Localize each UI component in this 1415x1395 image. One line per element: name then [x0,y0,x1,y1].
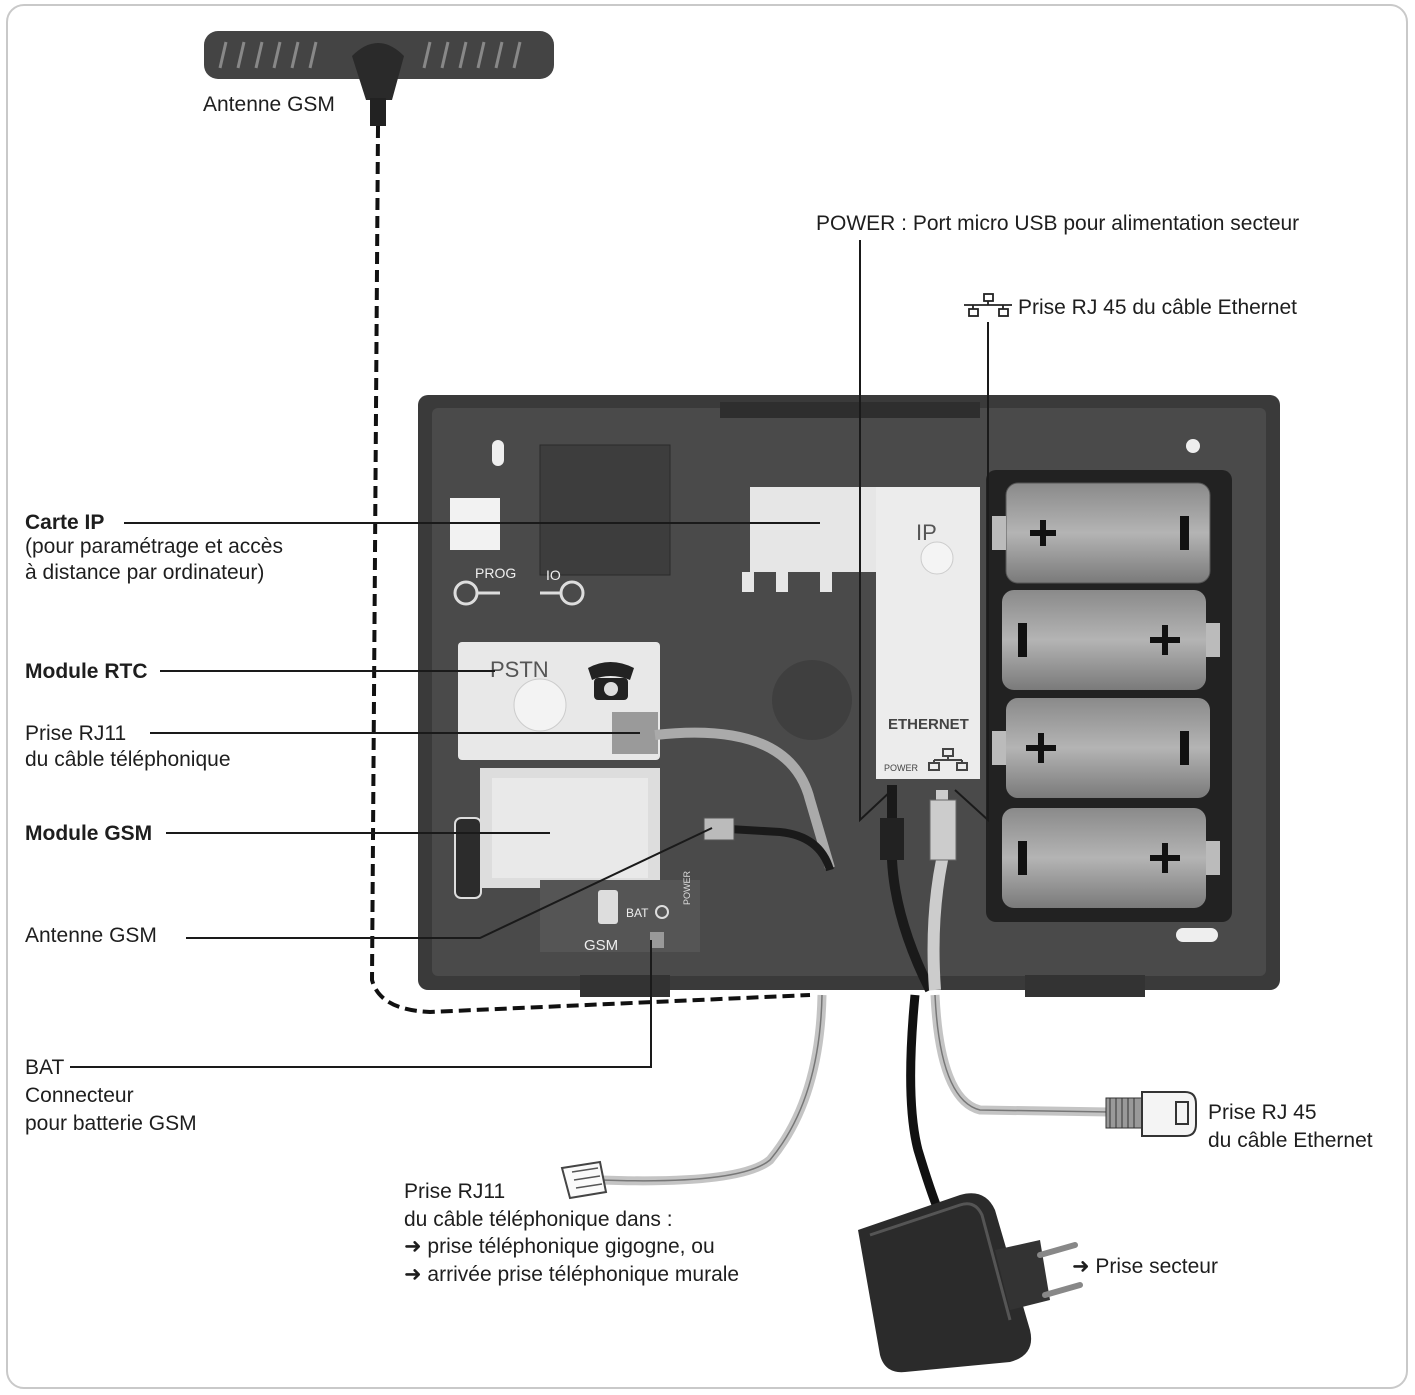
ip-text: IP [916,520,937,545]
io-text: IO [546,567,561,583]
antenna-cable-internal [711,824,834,872]
usb-plug [880,818,904,860]
power-cable-external [906,994,945,1217]
antenna-connector [703,817,735,841]
ip-card-title: Carte IP [25,511,105,534]
power-cable-internal [887,785,935,993]
ethernet-cable-internal [927,790,948,991]
rj11-plug [560,1160,608,1200]
mains-plug-label: ➜ Prise secteur [1072,1255,1218,1278]
rtc-module-label: Module RTC [25,660,148,683]
pstn-text: PSTN [490,657,549,682]
antenna-gsm-label: Antenne GSM [25,924,157,947]
antenna-cable [369,125,811,1015]
battery-compartment [986,470,1232,942]
rj45-plug [1105,1091,1197,1137]
rj11-plug-label-line3: ➜ prise téléphonique gigogne, ou [404,1235,715,1258]
gsm-module-label: Module GSM [25,822,153,845]
pstn-module: PSTN [458,642,660,760]
gsm-small-text: GSM [584,937,618,954]
prog-io-buttons: PROG IO [453,565,585,606]
power-port-label: POWER : Port micro USB pour alimentation… [816,212,1300,235]
ip-card-desc-line2: à distance par ordinateur) [25,561,265,584]
ip-card-desc-line1: (pour paramétrage et accès [25,535,283,558]
rj11-plug-label-line4: ➜ arrivée prise téléphonique murale [404,1263,740,1286]
rj45-plug-label-line1: Prise RJ 45 [1208,1101,1317,1124]
phone-cable-external [599,994,827,1186]
phone-cable-internal [654,727,835,870]
gsm-antenna-top [204,31,554,126]
prog-text: PROG [475,565,516,581]
rj11-jack-label-line1: Prise RJ11 [25,722,127,745]
bat-label-line1: BAT [25,1056,65,1079]
ethernet-jack-label: Prise RJ 45 du câble Ethernet [1018,296,1297,319]
rj11-plug-label-line1: Prise RJ11 [404,1180,506,1203]
battery [992,482,1211,584]
ip-card: IP ETHERNET POWER [742,487,980,779]
battery [1002,808,1220,908]
bat-label-line3: pour batterie GSM [25,1112,197,1135]
leader-lines [70,240,989,1068]
battery [1002,590,1220,690]
ethernet-text: ETHERNET [888,716,969,733]
rj45-plug-internal [929,799,957,861]
gsm-module: BAT GSM POWER [454,768,700,954]
bat-small-text: BAT [626,906,649,920]
antenna-top-label: Antenne GSM [203,93,335,116]
ethernet-symbol-icon [928,748,968,771]
rj45-plug-label-line2: du câble Ethernet [1208,1129,1373,1152]
power-small-text: POWER [884,763,919,773]
battery [992,698,1210,798]
bat-label-line2: Connecteur [25,1084,134,1107]
diagram-frame [6,4,1408,1389]
rj11-jack-label-line2: du câble téléphonique [25,748,231,771]
power-adapter [858,1193,1083,1373]
rj11-plug-label-line2: du câble téléphonique dans : [404,1208,673,1231]
power-vertical-text: POWER [682,870,692,905]
ethernet-cable-external [930,994,1111,1117]
ethernet-network-icon [964,293,1012,317]
